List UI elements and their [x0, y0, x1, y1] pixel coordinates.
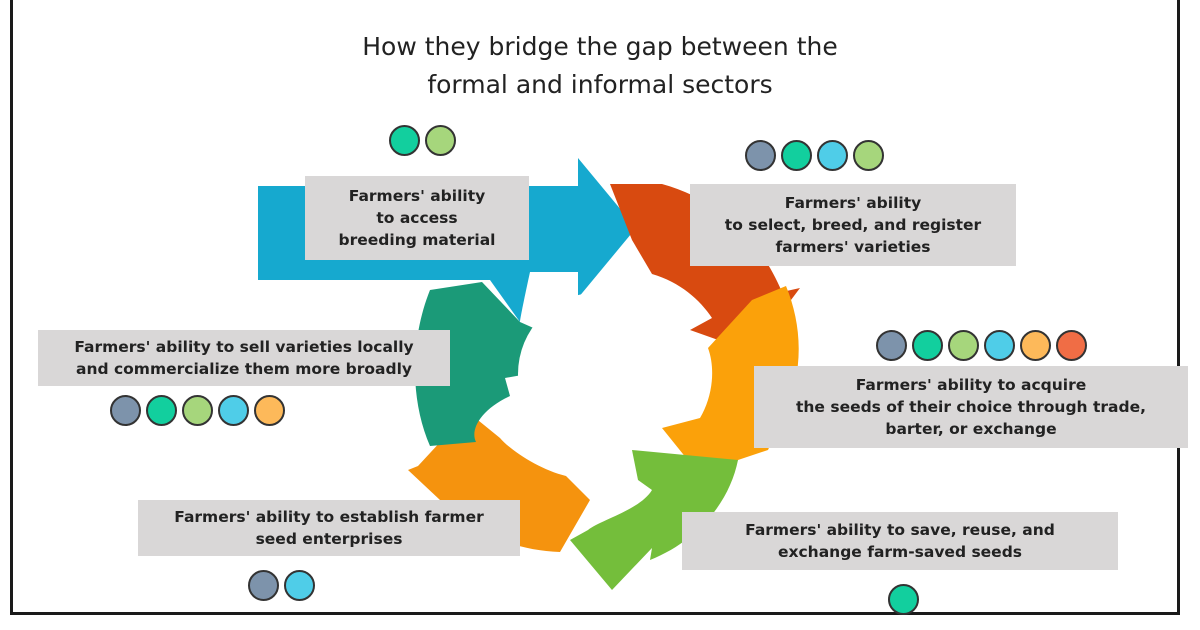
cyan-dot: [984, 330, 1015, 361]
dots-acquire: [876, 330, 1087, 361]
box-sell-commercialize: Farmers' ability to sell varieties local…: [38, 330, 450, 386]
lightgreen-dot: [182, 395, 213, 426]
orange-dot: [254, 395, 285, 426]
dots-access: [389, 125, 456, 156]
box-line: Farmers' ability: [348, 187, 486, 205]
box-line: seed enterprises: [255, 530, 403, 548]
box-acquire-seeds: Farmers' ability to acquire the seeds of…: [754, 366, 1188, 448]
cycle-center: [518, 292, 682, 456]
box-select-breed-register: Farmers' ability to select, breed, and r…: [690, 184, 1016, 266]
box-line: Farmers' ability to save, reuse, and: [745, 521, 1055, 539]
slate-dot: [248, 570, 279, 601]
box-line: Farmers' ability: [784, 194, 922, 212]
green-arrow: [570, 450, 738, 590]
slate-dot: [110, 395, 141, 426]
lightgreen-dot: [948, 330, 979, 361]
teal-dot: [912, 330, 943, 361]
box-line: to select, breed, and register: [724, 216, 982, 234]
box-access-breeding-material: Farmers' ability to access breeding mate…: [305, 176, 529, 260]
cyan-dot: [817, 140, 848, 171]
cyan-dot: [218, 395, 249, 426]
lightgreen-dot: [425, 125, 456, 156]
orange-arrow: [408, 412, 590, 552]
diagram-frame: [10, 0, 1180, 615]
box-line: farmers' varieties: [775, 238, 931, 256]
dots-establish: [248, 570, 315, 601]
slate-dot: [745, 140, 776, 171]
box-line: to access: [376, 209, 458, 227]
box-line: barter, or exchange: [885, 420, 1057, 438]
box-line: breeding material: [338, 231, 496, 249]
title-line-1: How they bridge the gap between the: [362, 32, 838, 61]
teal-dot: [389, 125, 420, 156]
cyan-dot: [284, 570, 315, 601]
teal-dot: [781, 140, 812, 171]
orange-dot: [1020, 330, 1051, 361]
teal-arrow: [415, 282, 550, 446]
teal-dot: [888, 584, 919, 615]
box-save-reuse-exchange: Farmers' ability to save, reuse, and exc…: [682, 512, 1118, 570]
teal-dot: [146, 395, 177, 426]
box-line: and commercialize them more broadly: [75, 360, 412, 378]
box-line: Farmers' ability to establish farmer: [174, 508, 484, 526]
box-establish-enterprises: Farmers' ability to establish farmer see…: [138, 500, 520, 556]
box-line: the seeds of their choice through trade,: [795, 398, 1146, 416]
red-dot: [1056, 330, 1087, 361]
diagram-title: How they bridge the gap between the form…: [300, 28, 900, 104]
box-line: Farmers' ability to sell varieties local…: [74, 338, 414, 356]
box-line: exchange farm-saved seeds: [777, 543, 1023, 561]
dots-select: [745, 140, 884, 171]
box-line: Farmers' ability to acquire: [855, 376, 1087, 394]
dots-sell: [110, 395, 285, 426]
lightgreen-dot: [853, 140, 884, 171]
slate-dot: [876, 330, 907, 361]
dots-save: [888, 584, 919, 615]
title-line-2: formal and informal sectors: [427, 70, 773, 99]
